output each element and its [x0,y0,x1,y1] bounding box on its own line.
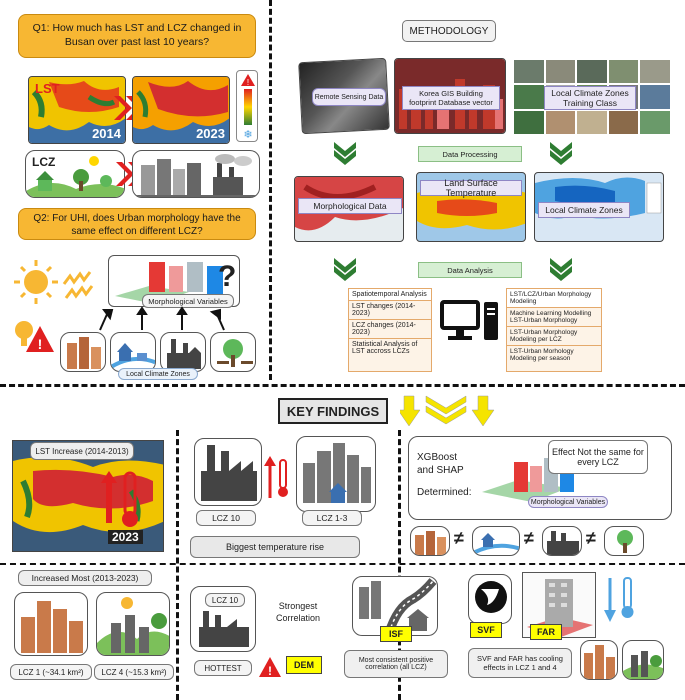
xgboost-label: XGBoost and SHAP [417,452,464,476]
spatiotemporal-title: Spatiotemporal Analysis [349,289,431,300]
svf-panel [468,574,512,624]
svg-text:!: ! [38,336,43,352]
neq-symbol-2: ≠ [524,528,534,548]
green-chevron-4 [548,256,574,282]
key-findings-title: KEY FINDINGS [278,398,388,424]
lcz1-panel [14,592,88,656]
ml-item-2: LST-Urban Morphology Modeling per LCZ [507,326,601,345]
divider-horizontal [0,384,685,387]
ml-modeling-table: LST/LCZ/Urban Morphology Modeling Machin… [506,288,602,372]
lcz-label: LCZ [32,155,56,169]
lcz-urban-panel [132,150,260,198]
yellow-down-arrows [400,392,496,430]
computer-icon [440,298,500,348]
lst-label-box: Land Surface Temperature [420,178,522,198]
morph-vars-findings-label: Morphological Variables [528,496,608,508]
far-tag: FAR [530,624,562,640]
local-climate-zones-label: Local Climate Zones [118,368,198,380]
effect-not-same-label: Effect Not the same for every LCZ [548,440,648,474]
lcz1-small-icon [580,640,618,680]
lcz-icon-park [210,332,256,372]
lst-map-2014: LST 2014 [28,76,126,144]
spatiotemporal-table: Spatiotemporal Analysis LST changes (201… [348,288,432,372]
warning-thermo-icon: ! [258,656,282,678]
lst-increase-label: LST Increase (2014-2013) [30,442,134,460]
year-2014-label: 2014 [92,126,121,141]
lcz-icon-compact-high [60,332,106,372]
lst-map-2023: 2023 [132,76,230,144]
neq-icon-lowrise [472,526,520,556]
divider-vertical-bottom-1 [176,430,179,700]
svf-tag: SVF [470,622,502,638]
isf-tag: ISF [380,626,412,642]
blue-down-thermometer-icon [602,574,642,626]
morph-data-label: Morphological Data [298,198,402,214]
svg-text:❄: ❄ [243,129,252,141]
lcz4-label: LCZ 4 (~15.3 km²) [94,664,174,680]
spatio-item-1: LST changes (2014-2023) [349,300,431,319]
divider-vertical-bottom-2 [398,430,401,700]
lcz1-label: LCZ 1 (~34.1 km²) [10,664,92,680]
data-processing-label: Data Processing [418,146,522,162]
neq-icon-industry [542,526,582,556]
heat-person-warning-icon: ! [12,318,56,358]
lcz-label-box: Local Climate Zones [538,202,630,218]
lcz-nature-panel: LCZ [25,150,125,198]
year-2023-key: 2023 [108,530,143,544]
svg-text:!: ! [268,664,272,678]
spatio-item-3: Statistical Analysis of LST accross LCZs [349,338,431,357]
ml-title: LST/LCZ/Urban Morphology Modeling [507,289,601,307]
lcz4-panel [96,592,170,656]
year-2023-label: 2023 [196,126,225,141]
hottest-label: HOTTEST [194,660,252,676]
lst-increase-map [12,440,164,552]
spatio-item-2: LCZ changes (2014-2023) [349,319,431,338]
ml-item-3: LST-Urban Morhology Modeling per season [507,345,601,364]
red-up-thermometer-icon [264,454,294,502]
methodology-title: METHODOLOGY [402,20,496,42]
temperature-scale-icon: ! ❄ [236,70,258,142]
lcz10-factory-panel [194,438,262,506]
svg-text:!: ! [247,78,249,87]
lcz10-hottest-panel: LCZ 10 [190,586,256,652]
divider-horizontal-bottom [0,563,685,565]
neq-symbol-3: ≠ [586,528,596,548]
lcz-icon-industry [160,332,206,372]
sun-icon [12,258,102,316]
neq-icon-compact [410,526,450,556]
strongest-correlation-label: Strongest Correlation [275,601,321,623]
dem-tag: DEM [286,656,322,674]
green-chevron-1 [332,140,358,166]
ml-item-1: Machine Learning Modelling LST-Urban Mor… [507,307,601,326]
lcz10-b-label: LCZ 10 [205,593,245,607]
lcz13-buildings-panel [296,436,376,512]
up-arrows [90,306,250,332]
lcz-training-label: Local Climate Zones Training Class [544,86,636,110]
gis-database-label: Korea GIS Building footprint Database ve… [402,86,500,110]
question-mark: ? [218,260,237,293]
neq-symbol-1: ≠ [454,528,464,548]
divider-vertical-top [269,0,272,380]
most-consistent-label: Most consistent positive correlation (al… [344,650,448,678]
lcz13-label: LCZ 1-3 [302,510,362,526]
green-chevron-3 [332,256,358,282]
lcz-icon-low-rise [110,332,156,372]
green-chevron-2 [548,140,574,166]
svf-far-cooling-label: SVF and FAR has cooling effects in LCZ 1… [468,648,572,678]
question-2-box: Q2: For UHI, does Urban morphology have … [18,208,256,240]
morph-variables-label: Morphological Variables [142,294,234,308]
lcz4-small-icon [622,640,664,680]
biggest-rise-label: Biggest temperature rise [190,536,360,558]
lst-label: LST [35,81,60,96]
lcz10-label: LCZ 10 [196,510,256,526]
increased-most-label: Increased Most (2013-2023) [18,570,152,586]
neq-icon-park [604,526,644,556]
determined-label: Determined: [417,487,472,498]
question-1-box: Q1: How much has LST and LCZ changed in … [18,14,256,58]
remote-sensing-label: Remote Sensing Data [312,88,386,106]
data-analysis-label: Data Analysis [418,262,522,278]
